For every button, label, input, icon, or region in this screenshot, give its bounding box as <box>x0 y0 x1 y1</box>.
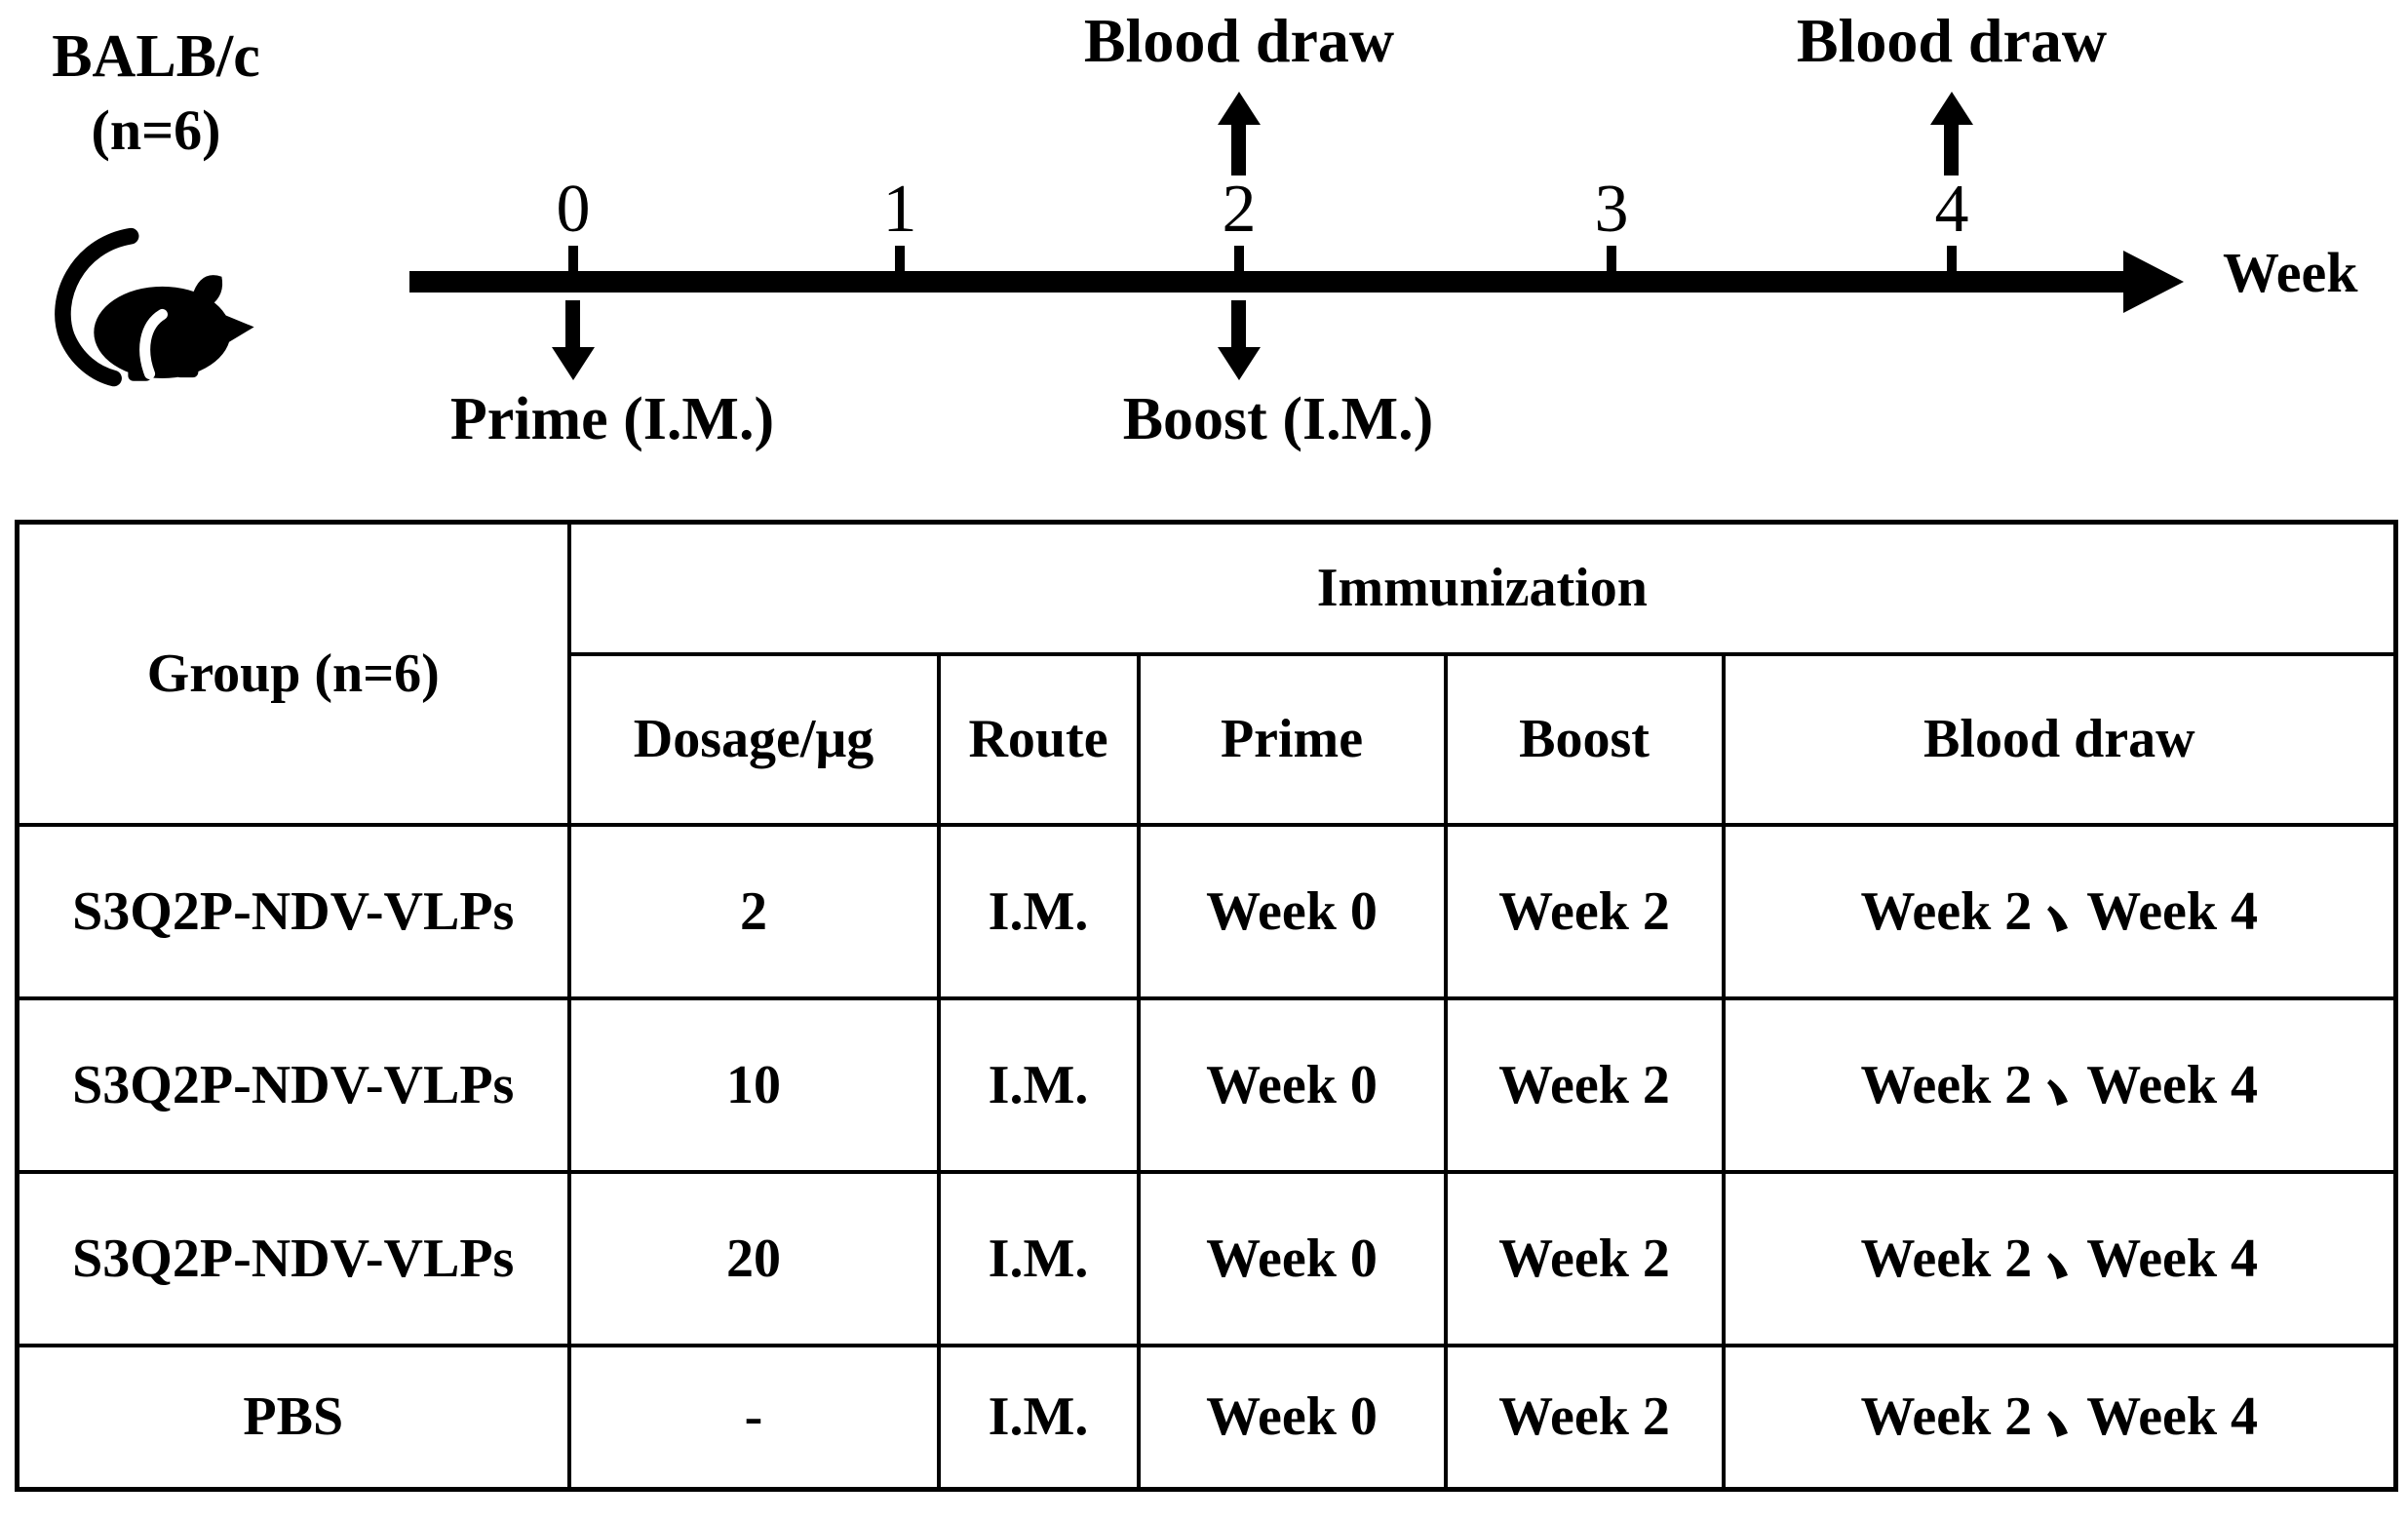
cell-blood-draw: Week 2 Week 4 <box>1721 1343 2398 1492</box>
blood-draw-week: Week 2 <box>1860 1054 2033 1115</box>
timeline-tick-label: 4 <box>1934 172 1969 247</box>
timeline-tick <box>895 246 905 271</box>
cell-prime: Week 0 <box>1136 995 1448 1174</box>
timeline-tick <box>1947 246 1957 271</box>
cell-group: S3Q2P-NDV-VLPs <box>15 822 571 1000</box>
blood-draw-week: Week 4 <box>2086 1228 2259 1289</box>
blood-draw-arrow-up-icon <box>1930 92 1973 125</box>
injection-label: Boost (I.M.) <box>1122 386 1434 452</box>
cell-boost: Week 2 <box>1443 1343 1726 1492</box>
blood-draw-week: Week 4 <box>2086 880 2259 942</box>
timeline-tick <box>568 246 578 271</box>
cell-group: S3Q2P-NDV-VLPs <box>15 995 571 1174</box>
injection-label: Prime (I.M.) <box>449 386 775 452</box>
group-size-label: (n=6) <box>91 98 221 162</box>
header-boost: Boost <box>1443 651 1726 827</box>
cell-prime: Week 0 <box>1136 822 1448 1000</box>
cell-dosage: 20 <box>566 1169 941 1347</box>
blood-draw-week: Week 2 <box>1860 1386 2033 1448</box>
injection-arrow-shaft <box>565 300 580 347</box>
header-immunization: Immunization <box>566 520 2398 656</box>
timeline-tick-label: 1 <box>882 172 917 247</box>
blood-draw-week: Week 4 <box>2086 1054 2259 1115</box>
cell-blood-draw: Week 2 Week 4 <box>1721 995 2398 1174</box>
blood-draw-week: Week 2 <box>1860 880 2033 942</box>
cell-route: I.M. <box>936 995 1141 1174</box>
immunization-schedule-table: Group (n=6) Immunization Dosage/μg Route… <box>15 520 2399 1492</box>
header-dosage: Dosage/μg <box>566 651 941 827</box>
cell-group: PBS <box>15 1343 571 1492</box>
timeline-tick-label: 0 <box>556 172 591 247</box>
blood-draw-arrow-up-icon <box>1218 92 1261 125</box>
cell-dosage: - <box>566 1343 941 1492</box>
cell-prime: Week 0 <box>1136 1343 1448 1492</box>
timeline-tick <box>1234 246 1244 271</box>
ideographic-comma <box>2032 1228 2086 1290</box>
ideographic-comma <box>2032 1054 2086 1116</box>
ideographic-comma <box>2032 880 2086 943</box>
cell-dosage: 2 <box>566 822 941 1000</box>
blood-draw-arrow-shaft <box>1231 123 1246 176</box>
cell-group: S3Q2P-NDV-VLPs <box>15 1169 571 1347</box>
cell-dosage: 10 <box>566 995 941 1174</box>
blood-draw-arrow-shaft <box>1944 123 1959 176</box>
header-prime: Prime <box>1136 651 1448 827</box>
timeline-axis-bar <box>409 271 2123 293</box>
cell-route: I.M. <box>936 822 1141 1000</box>
cell-prime: Week 0 <box>1136 1169 1448 1347</box>
timeline-tick <box>1607 246 1616 271</box>
injection-arrow-down-icon <box>1218 347 1261 380</box>
cell-blood-draw: Week 2 Week 4 <box>1721 1169 2398 1347</box>
timeline-axis-arrowhead-icon <box>2123 251 2184 313</box>
cell-boost: Week 2 <box>1443 822 1726 1000</box>
cell-route: I.M. <box>936 1169 1141 1347</box>
header-blood-draw: Blood draw <box>1721 651 2398 827</box>
mouse-icon <box>55 227 254 387</box>
blood-draw-label: Blood draw <box>1083 6 1395 75</box>
timeline-tick-label: 2 <box>1222 172 1257 247</box>
week-axis-label: Week <box>2223 241 2358 304</box>
mouse-strain-label: BALB/c <box>52 23 260 90</box>
ideographic-comma <box>2032 1385 2086 1448</box>
blood-draw-week: Week 4 <box>2086 1386 2259 1448</box>
blood-draw-label: Blood draw <box>1796 6 2108 75</box>
cell-boost: Week 2 <box>1443 995 1726 1174</box>
immunization-timeline-diagram: BALB/c (n=6) Week 0 1 2 3 4 Blood draw Blood d… <box>0 0 2408 520</box>
injection-arrow-shaft <box>1231 300 1246 347</box>
cell-blood-draw: Week 2 Week 4 <box>1721 822 2398 1000</box>
timeline-tick-label: 3 <box>1594 172 1629 247</box>
header-group: Group (n=6) <box>15 520 571 827</box>
injection-arrow-down-icon <box>552 347 595 380</box>
cell-route: I.M. <box>936 1343 1141 1492</box>
cell-boost: Week 2 <box>1443 1169 1726 1347</box>
blood-draw-week: Week 2 <box>1860 1228 2033 1289</box>
header-route: Route <box>936 651 1141 827</box>
